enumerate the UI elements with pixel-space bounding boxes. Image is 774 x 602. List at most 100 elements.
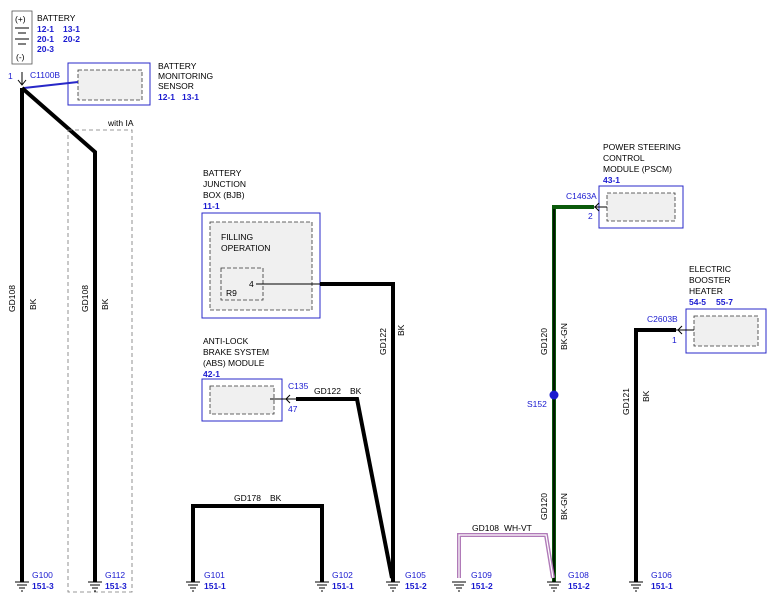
pscm-pin-label: 2 (588, 211, 593, 221)
wire-label: GD108 (472, 523, 499, 533)
ground-ref-link[interactable]: 151-2 (471, 581, 493, 591)
ground-ref-link[interactable]: 151-2 (568, 581, 590, 591)
ground-g105[interactable] (386, 581, 400, 592)
bjb-sub-label: OPERATION (221, 243, 270, 253)
connector-c1100b-label: C1100B (30, 70, 60, 80)
ground-name-label: G106 (651, 570, 672, 580)
bjb-label: JUNCTION (203, 179, 246, 189)
wire-color-label: BK (641, 390, 651, 402)
battery-plus-label: (+) (15, 14, 26, 24)
pscm-module-box[interactable] (598, 185, 684, 229)
wire-color-label: BK (350, 386, 362, 396)
battery-ref-link[interactable]: 20-1 (37, 34, 54, 44)
wire-gd108-ia (20, 86, 97, 582)
sensor-connection-line (23, 81, 79, 89)
battery-junction-box[interactable] (201, 212, 321, 319)
wire-color-label: WH-VT (504, 523, 532, 533)
wire-color-label: BK (100, 298, 110, 310)
wire-label: GD121 (621, 388, 631, 415)
wire-gd122-abs (296, 397, 394, 579)
wire-gd108-whvt-stripe (458, 534, 554, 579)
wire-gd122-bjb (320, 282, 395, 582)
wire-label: GD122 (314, 386, 341, 396)
battery-ref-link[interactable]: 13-1 (63, 24, 80, 34)
wire-label: GD108 (80, 285, 90, 312)
wire-color-label: BK (28, 298, 38, 310)
ground-ref-link[interactable]: 151-3 (105, 581, 127, 591)
ground-ref-link[interactable]: 151-3 (32, 581, 54, 591)
wire-gd121 (634, 328, 676, 582)
abs-ref-link[interactable]: 42-1 (203, 369, 220, 379)
ground-name-label: G101 (204, 570, 225, 580)
ground-g106[interactable] (629, 581, 643, 592)
with-ia-option-box (67, 129, 133, 593)
connector-c2603b-label: C2603B (647, 314, 678, 324)
bjb-ref-link[interactable]: 11-1 (203, 201, 220, 211)
ground-g102[interactable] (315, 581, 329, 592)
ground-g109[interactable] (452, 581, 466, 592)
ground-ref-link[interactable]: 151-1 (651, 581, 673, 591)
wire-color-label: BK-GN (559, 323, 569, 350)
wire-label: GD108 (7, 285, 17, 312)
wire-color-label: BK (270, 493, 282, 503)
abs-label: (ABS) MODULE (203, 358, 265, 368)
abs-pin-label: 47 (288, 404, 298, 414)
ground-ref-link[interactable]: 151-1 (332, 581, 354, 591)
pscm-ref-link[interactable]: 43-1 (603, 175, 620, 185)
connector-c1463a-label: C1463A (566, 191, 597, 201)
heater-ref-link[interactable]: 54-5 (689, 297, 706, 307)
ground-name-label: G112 (105, 570, 125, 580)
pscm-label: POWER STEERING (603, 142, 681, 152)
fuse-r9-label: R9 (226, 288, 237, 298)
wire-label: GD178 (234, 493, 261, 503)
ground-g112[interactable] (88, 581, 102, 592)
with-ia-label: with IA (107, 118, 134, 128)
ground-g100[interactable] (15, 581, 29, 592)
bjb-label: BOX (BJB) (203, 190, 245, 200)
sensor-ref-link[interactable]: 12-1 (158, 92, 175, 102)
sensor-label: SENSOR (158, 81, 194, 91)
pscm-label: MODULE (PSCM) (603, 164, 672, 174)
ground-name-label: G109 (471, 570, 492, 580)
ground-name-label: G108 (568, 570, 589, 580)
ground-ref-link[interactable]: 151-1 (204, 581, 226, 591)
wire-label: GD122 (378, 328, 388, 355)
battery-label: BATTERY (37, 13, 76, 23)
heater-label: HEATER (689, 286, 723, 296)
electric-booster-heater-box[interactable] (685, 308, 767, 354)
splice-s152-label: S152 (527, 399, 547, 409)
heater-label: BOOSTER (689, 275, 731, 285)
bjb-pin-label: 4 (249, 279, 254, 289)
battery-ref-link[interactable]: 20-2 (63, 34, 80, 44)
wire-label: GD120 (539, 328, 549, 355)
ground-g108[interactable] (547, 581, 561, 592)
battery-symbol: (+) (-) (11, 10, 33, 65)
battery-monitoring-sensor-box[interactable] (67, 62, 151, 106)
ground-name-label: G102 (332, 570, 353, 580)
connector-arrow-icon (17, 72, 27, 86)
pscm-label: CONTROL (603, 153, 645, 163)
connector-arrow-icon (270, 394, 298, 404)
wire-color-label: BK-GN (559, 493, 569, 520)
wire-gd178 (191, 504, 324, 582)
battery-pin-label: 1 (8, 71, 13, 81)
heater-pin-label: 1 (672, 335, 677, 345)
ground-name-label: G105 (405, 570, 426, 580)
wire-color-label: BK (396, 324, 406, 336)
abs-label: BRAKE SYSTEM (203, 347, 269, 357)
splice-s152-dot[interactable] (549, 390, 559, 400)
sensor-ref-link[interactable]: 13-1 (182, 92, 199, 102)
connector-c135-label: C135 (288, 381, 309, 391)
heater-ref-link[interactable]: 55-7 (716, 297, 733, 307)
abs-label: ANTI-LOCK (203, 336, 249, 346)
battery-ref-link[interactable]: 20-3 (37, 44, 54, 54)
bjb-sub-label: FILLING (221, 232, 253, 242)
battery-ref-link[interactable]: 12-1 (37, 24, 54, 34)
heater-label: ELECTRIC (689, 264, 731, 274)
abs-module-box[interactable] (201, 378, 283, 422)
wire-gd120 (552, 205, 594, 582)
wire-label: GD120 (539, 493, 549, 520)
ground-ref-link[interactable]: 151-2 (405, 581, 427, 591)
ground-g101[interactable] (186, 581, 200, 592)
